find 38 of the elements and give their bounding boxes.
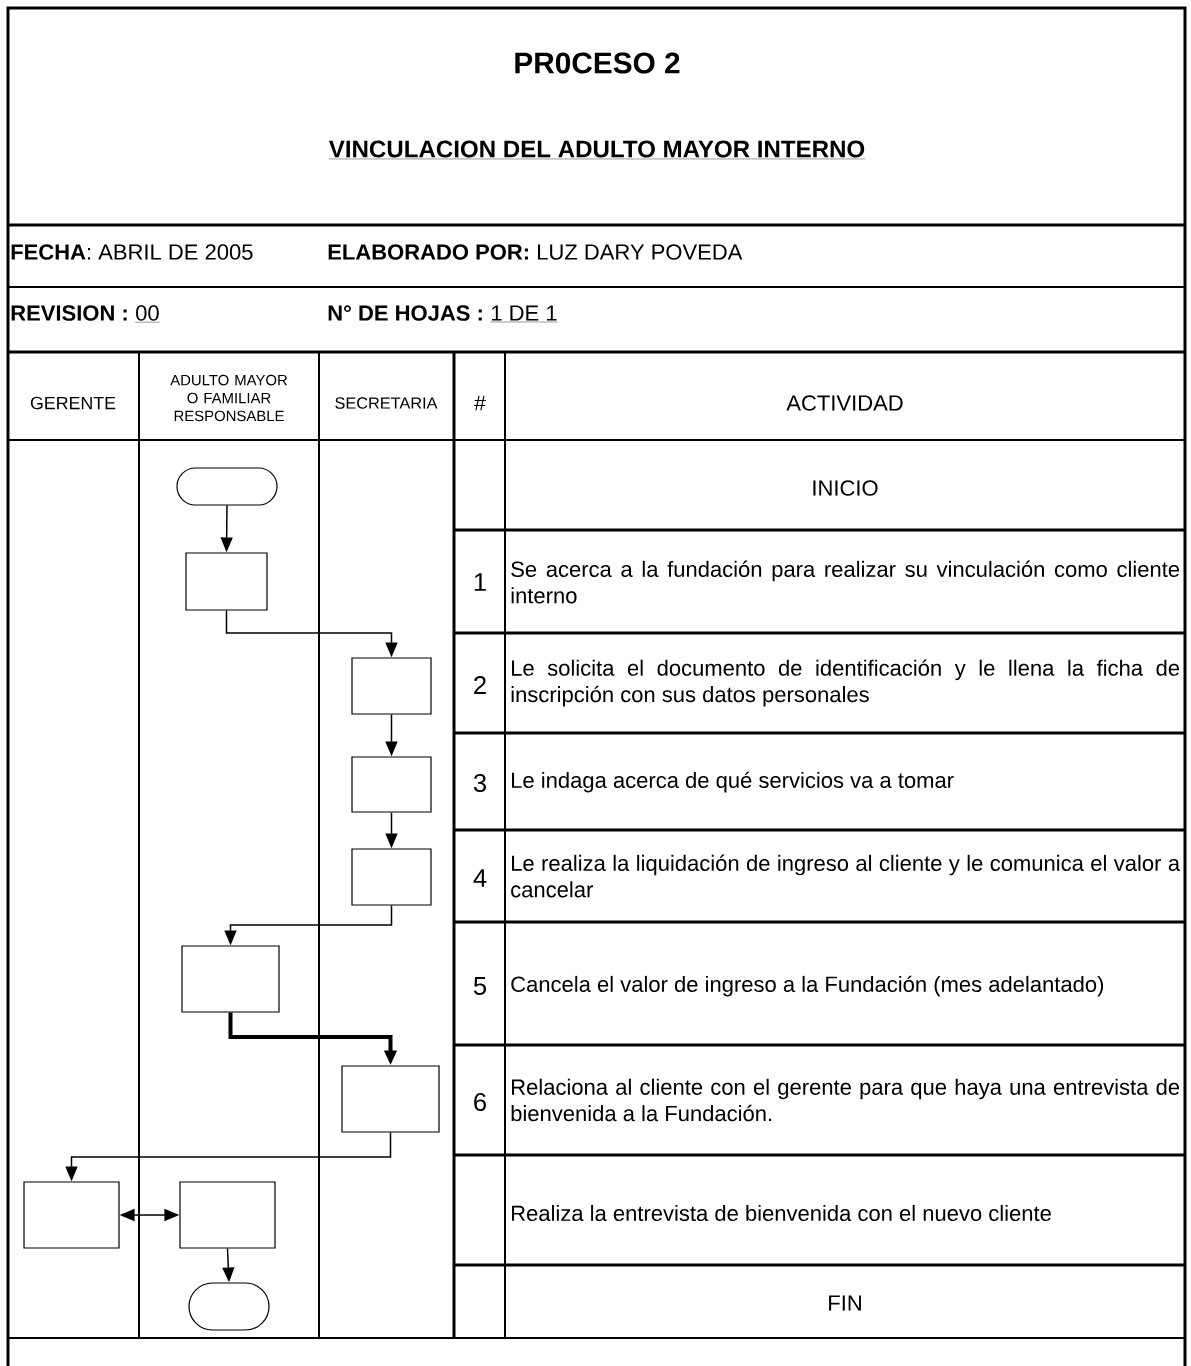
activity-text: FIN (829, 1295, 861, 1311)
step-number: 1 (474, 573, 486, 591)
header-value: 1 DE 1 (490, 305, 558, 323)
process-box (351, 657, 432, 715)
terminal-shape (188, 1282, 270, 1331)
activity-text: Realiza la entrevista de bienvenida con el nuevo cliente (512, 1204, 1051, 1222)
step-number: 3 (473, 773, 486, 793)
activity-text: Se acerca a la fundación para realizar su vinculación como cliente interno (511, 560, 1180, 604)
process-box (351, 756, 432, 813)
terminal-shape (176, 467, 278, 506)
process-box (179, 1181, 276, 1249)
activity-text: Le realiza la liquidación de ingreso al cliente y le comunica el valor a cancelar (511, 854, 1181, 898)
process-box (181, 945, 280, 1013)
column-header: SECRETARIA (335, 397, 438, 409)
step-number: 5 (473, 977, 487, 995)
column-header: ACTIVIDAD (786, 395, 903, 411)
step-number: 6 (474, 1092, 486, 1112)
step-number: 4 (473, 869, 487, 887)
process-box (23, 1181, 120, 1249)
activity-text: Le solicita el documento de identificación y le llena la ficha de inscripción con sus datos personales (511, 659, 1180, 707)
column-header: # (474, 395, 486, 411)
header-value: 00 (134, 305, 160, 323)
header-field: REVISION : (11, 305, 127, 321)
process-box (351, 848, 432, 906)
activity-text: Cancela el valor de ingreso a la Fundación (mes adelantado) (511, 975, 1104, 997)
activity-text: INICIO (813, 480, 878, 496)
header-field: ELABORADO POR: LUZ DARY POVEDA (328, 244, 743, 260)
activity-text: Le indaga acerca de qué servicios va a tomar (512, 771, 954, 793)
step-number: 2 (474, 676, 486, 694)
column-header: ADULTO MAYOR O FAMILIAR RESPONSABLE (170, 374, 288, 422)
process-box (341, 1065, 440, 1133)
process-box (185, 552, 268, 611)
subtitle: VINCULACION DEL ADULTO MAYOR INTERNO (328, 140, 866, 160)
column-header: GERENTE (30, 396, 116, 410)
activity-text: Relaciona al cliente con el gerente para que haya una entrevista de bienvenida a la Fundación. (511, 1078, 1180, 1122)
header-field: FECHA: ABRIL DE 2005 (11, 244, 253, 260)
title: PR0CESO 2 (515, 52, 680, 74)
header-field: N° DE HOJAS : (328, 305, 482, 321)
